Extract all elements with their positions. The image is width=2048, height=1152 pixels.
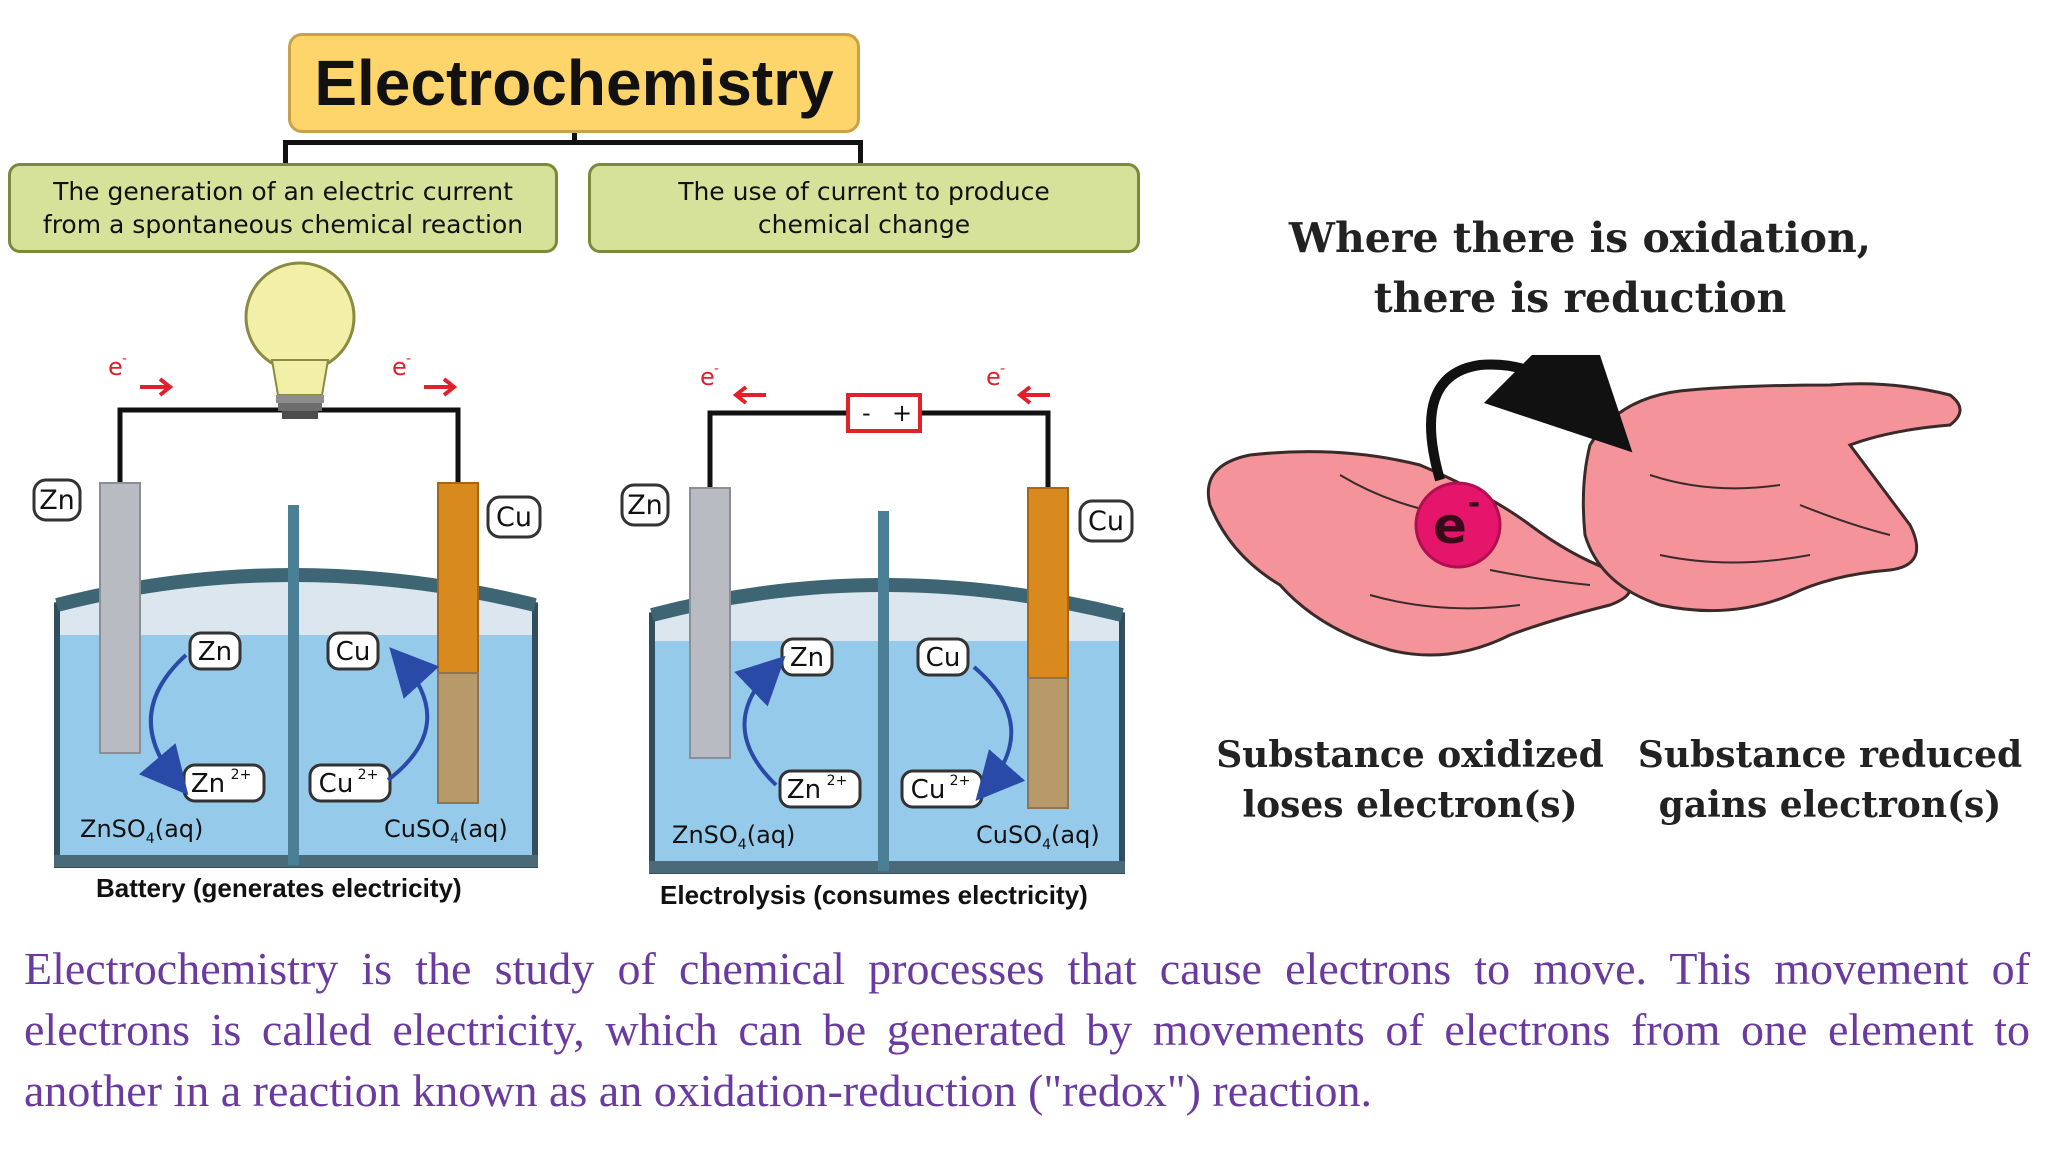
left-hand-icon: [1206, 450, 1632, 657]
electrolysis-ion-cu2: Cu: [911, 775, 946, 805]
battery-zinc-electrode: [99, 482, 141, 754]
reduced-label: Substance reduced gains electron(s): [1630, 730, 2030, 830]
tree-stem: [572, 133, 577, 143]
electrolysis-electron-left: e: [700, 363, 715, 391]
battery-wire: [117, 407, 461, 485]
battery-electron-right-charge: -: [406, 351, 411, 367]
battery-cathode-label: Cu: [496, 502, 532, 533]
battery-ion-zn2: Zn: [191, 769, 225, 799]
battery-electron-left: e: [108, 353, 123, 381]
electrolysis-copper-electrode: [1027, 487, 1069, 679]
electron-symbol: e: [1433, 497, 1467, 555]
power-source-plus: +: [892, 399, 912, 427]
electrolysis-ion-zn2: Zn: [787, 775, 821, 805]
battery-electron-arrow-right: [424, 377, 458, 397]
battery-solution-right: CuSO4(aq): [384, 815, 508, 847]
electrolysis-ion-cu2-charge: 2+: [950, 773, 971, 789]
reduced-line2: gains electron(s): [1658, 784, 2002, 826]
redox-illustration: e -: [1206, 355, 1962, 657]
branch-galvanic-line1: The generation of an electric current: [53, 177, 513, 206]
battery-electron-right: e: [392, 353, 407, 381]
tree-right-drop: [858, 140, 863, 165]
electrolysis-caption: Electrolysis (consumes electricity): [660, 880, 1088, 910]
electrolysis-solution-left: ZnSO4(aq): [672, 821, 795, 853]
battery-ion-arrow-right: [386, 647, 440, 782]
battery-ion-cu2-charge: 2+: [358, 767, 379, 783]
description-paragraph: Electrochemistry is the study of chemica…: [24, 943, 2030, 1116]
electron-transfer-arrow: [1426, 355, 1633, 482]
lightbulb-icon: [244, 261, 356, 419]
battery-solution-left: ZnSO4(aq): [80, 815, 203, 847]
electrolysis-electron-right: e: [986, 363, 1001, 391]
branch-electrolytic-line1: The use of current to produce: [678, 177, 1050, 206]
battery-ion-arrow-left: [138, 653, 189, 796]
battery-caption: Battery (generates electricity): [96, 873, 462, 903]
redox-heading: Where there is oxidation, there is reduc…: [1230, 208, 1930, 328]
electron-ball: [1414, 481, 1502, 569]
electron-charge: -: [1468, 486, 1480, 521]
page-title: Electrochemistry: [314, 47, 834, 119]
power-source: [846, 393, 922, 433]
oxidized-line1: Substance oxidized: [1216, 734, 1604, 776]
tree-bar: [283, 140, 863, 145]
electrolysis-electron-right-charge: -: [1000, 361, 1005, 377]
electrolysis-membrane: [878, 511, 889, 871]
battery-anode-label: Zn: [39, 485, 75, 516]
branch-galvanic-line2: from a spontaneous chemical reaction: [42, 210, 524, 239]
oxidized-line2: loses electron(s): [1242, 784, 1578, 826]
electrolysis-wire: [707, 410, 1051, 490]
battery-membrane: [288, 505, 299, 865]
electrolysis-ion-arrow-left: [734, 655, 786, 787]
battery-ion-cu: Cu: [336, 637, 371, 667]
electrolysis-ion-zn2-charge: 2+: [827, 773, 848, 789]
electrolysis-electron-left-charge: -: [714, 361, 719, 377]
branch-galvanic: The generation of an electric current fr…: [8, 163, 558, 253]
electrolysis-diagram: - + e - e - Zn Cu Zn Cu Zn 2+ Cu 2+ ZnSO…: [620, 361, 1134, 874]
right-hand-icon: [1581, 382, 1962, 613]
battery-copper-electrode: [437, 482, 479, 674]
electrolysis-electron-arrow-right: [1016, 385, 1050, 405]
branch-electrolytic: The use of current to produce chemical c…: [588, 163, 1140, 253]
title-box: Electrochemistry: [288, 33, 860, 133]
electrolysis-ion-cu: Cu: [926, 643, 961, 673]
battery-diagram: e - e - Zn Cu Zn Cu Zn 2+ Cu 2+ ZnSO4(aq…: [32, 261, 542, 868]
power-source-minus: -: [862, 399, 871, 427]
electrolysis-cathode-label: Cu: [1088, 506, 1124, 537]
electrolysis-ion-arrow-right: [972, 665, 1026, 802]
electrolysis-zinc-electrode: [689, 487, 731, 759]
battery-ion-zn2-charge: 2+: [231, 767, 252, 783]
tree-left-drop: [283, 140, 288, 165]
branch-electrolytic-line2: chemical change: [757, 210, 971, 239]
electrolysis-electron-arrow-left: [732, 385, 766, 405]
redox-heading-line1: Where there is oxidation,: [1288, 214, 1872, 262]
electrolysis-anode-label: Zn: [627, 490, 663, 521]
oxidized-label: Substance oxidized loses electron(s): [1200, 730, 1620, 830]
reduced-line1: Substance reduced: [1637, 734, 2023, 776]
battery-ion-cu2: Cu: [319, 769, 354, 799]
battery-electron-arrow-left: [140, 377, 174, 397]
redox-heading-line2: there is reduction: [1373, 274, 1787, 322]
battery-electron-left-charge: -: [122, 351, 127, 367]
electrolysis-ion-zn: Zn: [790, 643, 824, 673]
battery-ion-zn: Zn: [198, 637, 232, 667]
electrolysis-solution-right: CuSO4(aq): [976, 821, 1100, 853]
